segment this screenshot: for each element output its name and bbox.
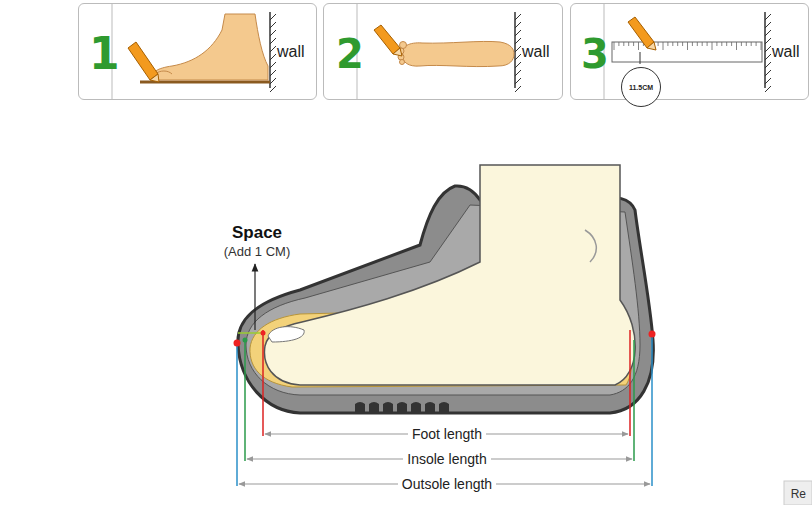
measure-circle: 11.5CM (621, 67, 661, 107)
step-panel: 3 wall 11.5CM (570, 3, 809, 100)
toenail (268, 327, 304, 342)
step-number: 2 (336, 34, 364, 74)
panel-divider (112, 4, 604, 99)
foot-side (152, 14, 268, 80)
wall-label: wall (277, 44, 305, 60)
space-note: Space (228, 224, 286, 241)
foot-top (402, 41, 514, 66)
corner-text: Re (787, 488, 810, 500)
space-note: (Add 1 CM) (220, 245, 294, 258)
wall-label: wall (772, 44, 800, 60)
step-number: 1 (89, 32, 120, 76)
dimension-label: Foot length (408, 427, 486, 441)
ruler (612, 42, 762, 62)
dimension-label: Insole length (403, 452, 490, 466)
sole-tread (355, 402, 449, 413)
wall-label: wall (522, 44, 550, 60)
ruler-ticks (614, 42, 761, 50)
measure-lines (237, 330, 652, 486)
step-number: 3 (581, 34, 609, 74)
callout-leader (640, 52, 641, 64)
pencil (374, 25, 402, 56)
pencil (128, 42, 159, 82)
foot (264, 165, 635, 385)
step-panel: 1 wall (78, 3, 317, 100)
dimension-label: Outsole length (398, 477, 496, 491)
corner-tab (784, 481, 812, 505)
measure-dots (234, 331, 656, 347)
wall-symbol (270, 12, 771, 92)
ankle-mark (585, 230, 596, 262)
measure-value: 11.5CM (629, 84, 653, 91)
pencil (628, 17, 656, 50)
step-panel: 2 wall (323, 3, 563, 100)
space-arrow (254, 264, 255, 330)
